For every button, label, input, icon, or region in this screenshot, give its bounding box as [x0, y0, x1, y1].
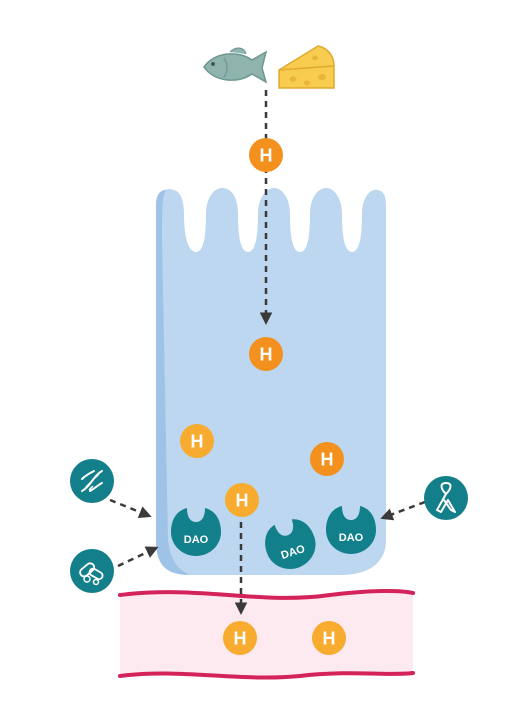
dao-enzyme: DAO	[326, 506, 376, 554]
pills-icon	[70, 549, 114, 593]
histamine-molecule: H	[180, 424, 214, 458]
histamine-label: H	[260, 345, 273, 365]
arrow-dna-to-dao	[109, 498, 152, 518]
histamine-molecule: H	[249, 337, 283, 371]
dao-enzyme: DAO	[171, 508, 221, 556]
blood-vessel	[118, 588, 415, 680]
histamine-label: H	[323, 629, 336, 649]
dao-enzyme: DAO	[265, 519, 316, 569]
histamine-label: H	[236, 491, 249, 511]
histamine-label: H	[260, 146, 273, 166]
cancer-ribbon-icon	[424, 476, 468, 520]
blood-vessel-top-wall	[118, 588, 415, 600]
histamine-molecule: H	[223, 621, 257, 655]
intestinal-cell	[156, 188, 386, 575]
cell-shadow	[156, 190, 190, 575]
cell-body	[156, 188, 386, 575]
histamine-molecule: H	[249, 138, 283, 172]
arrow-ribbon-to-dao	[380, 500, 426, 521]
fish-icon	[203, 47, 268, 84]
histamine-label: H	[191, 432, 204, 452]
arrow-pills-to-dao	[117, 546, 159, 568]
dna-icon	[70, 459, 114, 503]
histamine-label: H	[321, 450, 334, 470]
histamine-label: H	[234, 629, 247, 649]
histamine-molecule: H	[225, 483, 259, 517]
histamine-molecule: H	[310, 442, 344, 476]
histamine-molecule: H	[312, 621, 346, 655]
dao-label: DAO	[184, 534, 209, 546]
blood-vessel-bottom-wall	[118, 671, 415, 680]
cheese-icon	[278, 45, 335, 89]
dao-label: DAO	[339, 532, 364, 544]
